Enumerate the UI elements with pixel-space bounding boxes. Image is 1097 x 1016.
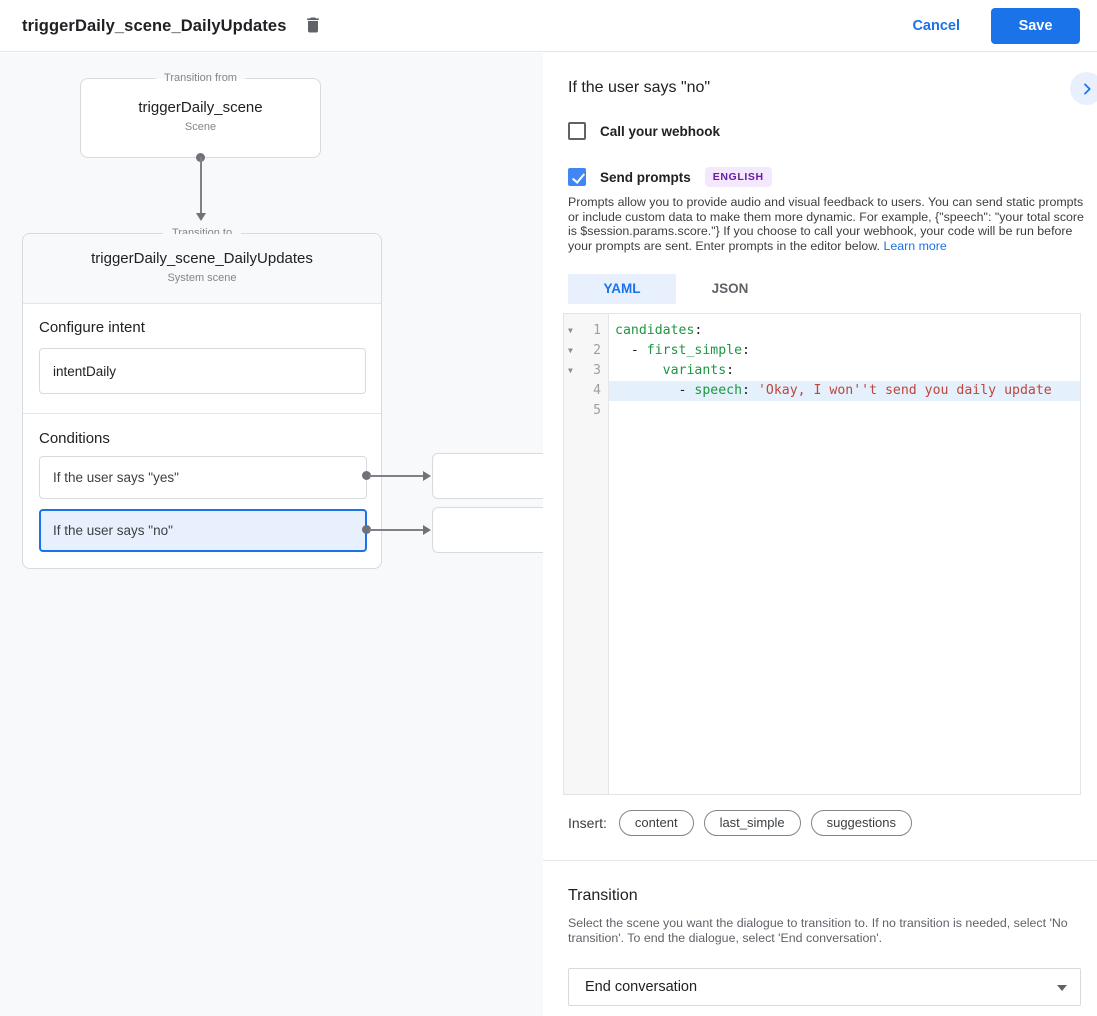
webhook-label: Call your webhook (600, 123, 721, 139)
code-line[interactable] (609, 401, 1080, 421)
condition-row-no[interactable]: If the user says "no" (39, 509, 367, 552)
insert-chip-last_simple[interactable]: last_simple (703, 810, 801, 836)
header-bar: triggerDaily_scene_DailyUpdates Cancel S… (0, 0, 1097, 52)
code-token: : (742, 383, 758, 398)
to-scene-header[interactable]: triggerDaily_scene_DailyUpdates System s… (23, 234, 381, 304)
conditions-label: Conditions (39, 430, 110, 447)
connector-arrowhead (423, 471, 431, 481)
code-token: : (694, 323, 703, 338)
transition-from-legend: Transition from (155, 71, 246, 86)
chevron-right-icon (1083, 82, 1091, 95)
code-token: 'Okay, I won''t send you daily update (757, 383, 1052, 398)
connector-dot (362, 525, 371, 534)
editor-gutter: ▼ 1 ▼ 2 ▼ 3 4 5 (564, 314, 609, 794)
panel-heading: If the user says "no" (568, 79, 711, 96)
insert-label: Insert: (568, 815, 607, 831)
line-number: 2 (593, 343, 601, 358)
code-token: - (615, 383, 695, 398)
code-line[interactable]: variants: (609, 361, 1080, 381)
collapse-panel-button[interactable] (1070, 72, 1097, 105)
send-prompts-label: Send prompts (600, 169, 691, 185)
card-divider (23, 413, 381, 414)
trash-icon (307, 17, 319, 32)
code-token: : (726, 363, 735, 378)
send-prompts-checkbox[interactable] (568, 168, 586, 186)
code-token: speech (694, 383, 743, 398)
transition-section-heading: Transition (568, 887, 638, 904)
transition-to-node: Transition to triggerDaily_scene_DailyUp… (22, 226, 382, 569)
transition-select-value: End conversation (585, 979, 698, 995)
to-scene-title: triggerDaily_scene_DailyUpdates (91, 250, 313, 267)
connector-line (369, 529, 424, 531)
insert-chip-content[interactable]: content (618, 810, 694, 836)
fold-arrow-icon[interactable]: ▼ (568, 346, 573, 355)
editor-code-area[interactable]: candidates: - first_simple: variants: - … (609, 314, 1080, 794)
code-line[interactable]: - first_simple: (609, 341, 1080, 361)
condition-target-node[interactable] (432, 507, 544, 553)
connector-dot (362, 471, 371, 480)
insert-chip-suggestions[interactable]: suggestions (810, 810, 912, 836)
connector-arrowhead (423, 525, 431, 535)
transition-from-node[interactable]: Transition from triggerDaily_scene Scene (80, 71, 321, 158)
send-prompts-checkbox-row[interactable]: Send prompts ENGLISH (568, 167, 772, 187)
line-number: 3 (593, 363, 601, 378)
from-scene-type: Scene (184, 121, 217, 133)
code-token: variants (662, 363, 727, 378)
connector-line (200, 157, 202, 215)
line-number: 1 (593, 323, 601, 338)
prompts-description: Prompts allow you to provide audio and v… (568, 195, 1084, 253)
code-token: - (615, 343, 647, 358)
code-token: : (742, 343, 750, 358)
code-token: first_simple (646, 343, 743, 358)
editor-format-tabs: YAML JSON (568, 274, 784, 304)
line-number: 4 (593, 383, 601, 398)
insert-chips: content last_simple suggestions (618, 810, 912, 836)
dropdown-caret-icon (1057, 985, 1067, 991)
from-scene-title: triggerDaily_scene (138, 99, 263, 116)
tab-yaml[interactable]: YAML (568, 274, 676, 304)
code-editor[interactable]: ▼ 1 ▼ 2 ▼ 3 4 5 candidates: - first_simple: var… (563, 313, 1081, 795)
code-token: candidates (615, 323, 695, 338)
connector-line (369, 475, 424, 477)
code-token (615, 363, 663, 378)
transition-select[interactable]: End conversation (568, 968, 1081, 1006)
fold-arrow-icon[interactable]: ▼ (568, 366, 573, 375)
condition-row-yes[interactable]: If the user says "yes" (39, 456, 367, 499)
section-divider (543, 860, 1097, 861)
intent-field[interactable]: intentDaily (39, 348, 366, 394)
language-badge: ENGLISH (704, 167, 772, 187)
condition-detail-panel: If the user says "no" Call your webhook … (543, 53, 1097, 1016)
connector-arrowhead (196, 213, 206, 221)
webhook-checkbox[interactable] (568, 122, 586, 140)
delete-scene-button[interactable] (300, 13, 326, 39)
code-line[interactable]: - speech: 'Okay, I won''t send you daily… (609, 381, 1080, 401)
save-button[interactable]: Save (991, 8, 1080, 44)
fold-arrow-icon[interactable]: ▼ (568, 326, 573, 335)
configure-intent-label: Configure intent (39, 319, 145, 336)
call-webhook-checkbox-row[interactable]: Call your webhook (568, 122, 720, 140)
page-title: triggerDaily_scene_DailyUpdates (22, 17, 287, 35)
transition-description: Select the scene you want the dialogue t… (568, 916, 1068, 945)
prompts-description-text: Prompts allow you to provide audio and v… (568, 195, 1084, 253)
code-line[interactable]: candidates: (609, 321, 1080, 341)
line-number: 5 (593, 403, 601, 418)
to-scene-type: System scene (167, 272, 237, 284)
cancel-button[interactable]: Cancel (912, 0, 960, 52)
tab-json[interactable]: JSON (711, 281, 749, 296)
learn-more-link[interactable]: Learn more (883, 238, 947, 253)
insert-chips-row: Insert: content last_simple suggestions (568, 810, 912, 836)
scene-flow-canvas: Transition from triggerDaily_scene Scene… (0, 53, 544, 1016)
condition-target-node[interactable] (432, 453, 544, 499)
